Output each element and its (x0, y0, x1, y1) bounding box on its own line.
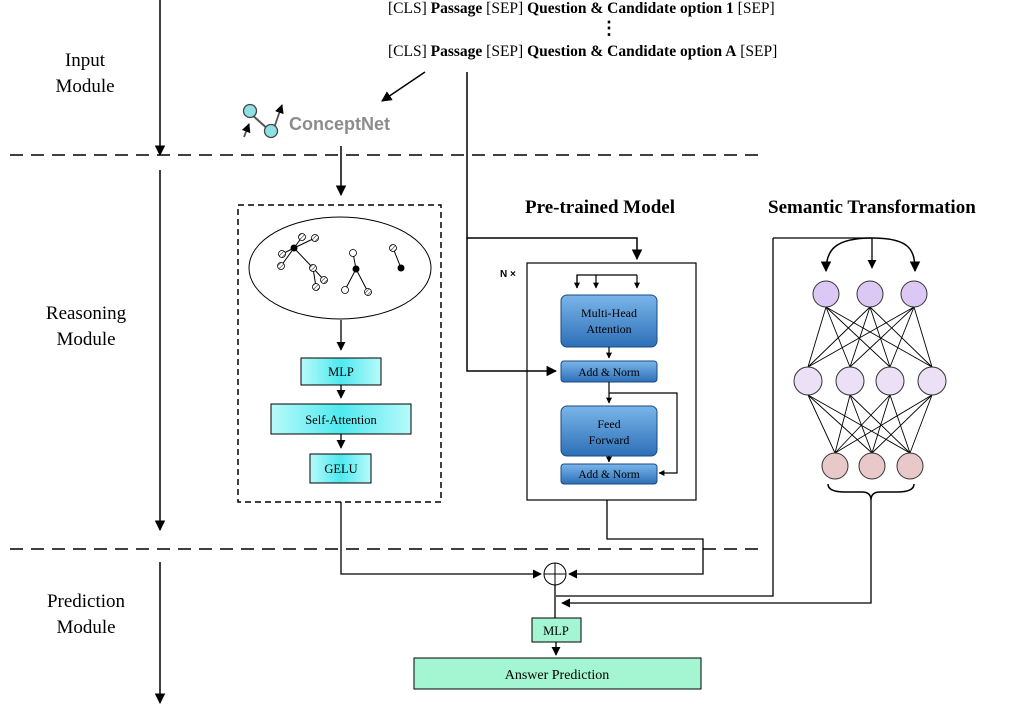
input-sequence-last: [CLS] Passage [SEP] Question & Candidate… (388, 43, 777, 61)
multi-head-attention-box (560, 294, 658, 348)
conceptnet-label: ConceptNet (289, 114, 390, 134)
semantic-feedback-arrow (556, 238, 774, 597)
sep-token: [SEP] (733, 0, 775, 17)
prediction-module-label-line1: Prediction (46, 591, 126, 612)
semantic-output-arrow (561, 500, 872, 608)
answer-prediction-box (413, 657, 702, 690)
passage-token: Passage (430, 43, 483, 60)
sep-token: [SEP] (736, 43, 778, 60)
semantic-network-nodes (793, 280, 947, 480)
add-norm-2-label: Add & Norm (578, 469, 639, 481)
feed-forward-box (560, 405, 658, 457)
mha-label-line1: Multi-Head (581, 306, 637, 320)
cls-token: [CLS] (388, 0, 431, 17)
semantic-network-edges (807, 306, 933, 454)
semantic-transformation-title: Semantic Transformation (768, 197, 976, 218)
knowledge-graph (248, 216, 432, 320)
pretrained-to-combine-arrow (568, 500, 704, 579)
self-attention-label: Self-Attention (305, 413, 377, 427)
cls-token: [CLS] (388, 43, 431, 60)
conceptnet-logo-icon (241, 103, 284, 139)
reasoning-mlp-label: MLP (328, 365, 354, 379)
input-to-conceptnet-arrow (381, 71, 426, 102)
self-attention-box (270, 403, 412, 435)
ff-label-line1: Feed (597, 417, 620, 431)
reasoning-mlp-box (300, 357, 382, 386)
knowledge-reasoning-box (237, 204, 442, 503)
passage-to-pretrained-arrow (466, 72, 643, 261)
ff-label-line2: Forward (589, 433, 630, 447)
reasoning-module-label-line1: Reasoning (45, 303, 127, 324)
input-sequence-first: [CLS] Passage [SEP] Question & Candidate… (388, 0, 775, 18)
sep-token: [SEP] (482, 43, 528, 60)
input-module-label-line1: Input (64, 50, 106, 71)
prediction-module-label-line2: Module (56, 617, 116, 638)
prediction-mlp-box (531, 617, 582, 643)
prediction-mlp-label: MLP (543, 624, 569, 638)
question-candidate-token: Question & Candidate option 1 (527, 0, 734, 17)
prediction-module-label: Prediction Module (22, 589, 150, 641)
input-sequence-ellipsis: ⋮ (600, 18, 618, 38)
gelu-label: GELU (324, 462, 357, 476)
pretrained-model-box (526, 262, 697, 501)
reasoning-module-label: Reasoning Module (22, 301, 150, 353)
question-candidate-token: Question & Candidate option A (527, 43, 737, 60)
add-norm-2-box (560, 463, 658, 485)
answer-prediction-label: Answer Prediction (505, 668, 610, 683)
input-module-label-line2: Module (55, 76, 115, 97)
input-module-label: Input Module (30, 48, 140, 100)
pretrained-model-title: Pre-trained Model (525, 197, 676, 218)
residual-to-addnorm-arrow (466, 238, 558, 377)
add-norm-1-label: Add & Norm (578, 367, 639, 379)
sep-token: [SEP] (482, 0, 528, 17)
reasoning-module-label-line2: Module (56, 329, 116, 350)
semantic-output-brace (827, 483, 915, 501)
mha-label-line2: Attention (586, 322, 631, 336)
reasoning-to-combine-arrow (340, 502, 542, 579)
combine-symbol (543, 562, 567, 586)
passage-token: Passage (430, 0, 483, 17)
n-times-label: N × (500, 269, 516, 280)
gelu-box (309, 453, 372, 484)
